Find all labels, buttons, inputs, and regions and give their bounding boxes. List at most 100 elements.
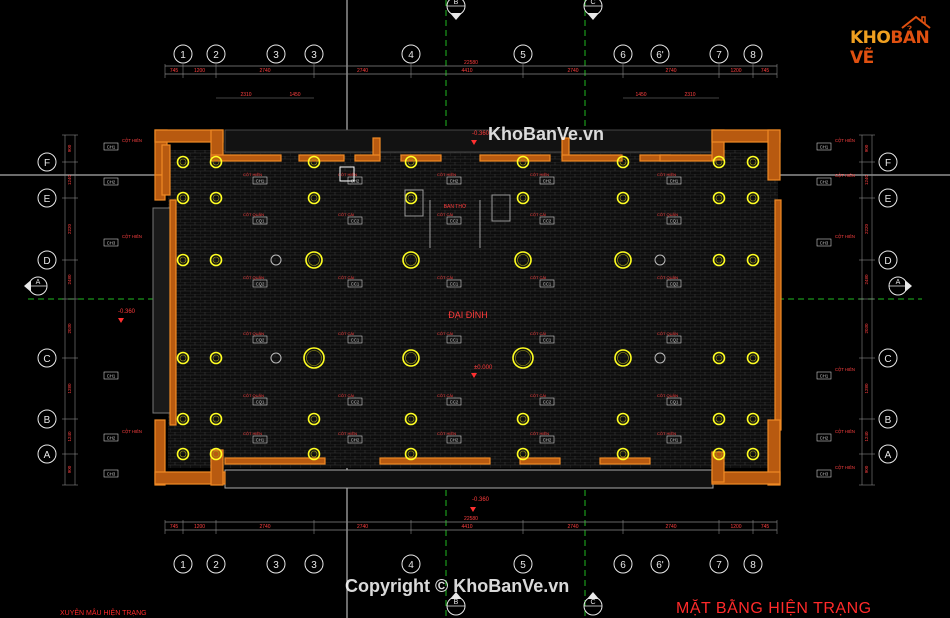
column-ring (179, 354, 187, 362)
tag-box (103, 433, 119, 442)
tag-code: CQ1 (670, 400, 679, 405)
tag-box (252, 176, 268, 185)
tag-code: CC2 (543, 400, 552, 405)
tag-code: CH2 (450, 438, 459, 443)
column-ring (749, 415, 757, 423)
grid-bubble-col (709, 44, 729, 64)
column-sm (307, 412, 321, 426)
column-lg (512, 347, 534, 369)
grid-bubble-col (173, 44, 193, 64)
dim-value: 2740 (567, 524, 578, 530)
section-label: B (454, 0, 459, 6)
column-ring (212, 354, 220, 362)
section-label: A (896, 279, 901, 286)
wall-segment (479, 154, 551, 162)
dim-side-value: 900 (864, 144, 869, 152)
tag-label: CỘT CÁI (530, 331, 546, 336)
tag-box (446, 216, 462, 225)
column-ring (519, 158, 527, 166)
column-ring (212, 450, 220, 458)
tag-label: CỘT QUÂN (243, 393, 264, 398)
tag-box (103, 371, 119, 380)
column-sm (209, 412, 223, 426)
grid-col-label: 5 (520, 560, 526, 571)
column-ring (212, 194, 220, 202)
section-arrow (587, 592, 599, 599)
grid-col-label: 3 (273, 50, 279, 61)
dim-value: 745 (170, 68, 179, 74)
tag-label: CỘT QUÂN (657, 331, 678, 336)
grid-bubble-col (650, 44, 670, 64)
grid-col-label: 7 (716, 560, 722, 571)
tag-box (252, 435, 268, 444)
column-lg (303, 347, 325, 369)
wall-segment (169, 199, 177, 426)
dim-side-value: 2480 (864, 274, 869, 285)
column-ring (715, 256, 723, 264)
section-arrow (587, 13, 599, 20)
dim-inner: 1450 (289, 92, 300, 98)
column-sm (616, 155, 630, 169)
tag-code: CQ1 (670, 219, 679, 224)
column-ring (619, 194, 627, 202)
dim-value: 745 (761, 524, 770, 530)
grid-col-label: 2 (213, 560, 219, 571)
section-label: C (590, 599, 595, 606)
dim-value: 2740 (259, 524, 270, 530)
column-sm (712, 155, 726, 169)
column-sm (746, 351, 760, 365)
dim-total: 22580 (464, 516, 478, 522)
tag-code: CQ2 (670, 338, 679, 343)
tag-box (539, 335, 555, 344)
grid-bubble-col (206, 554, 226, 574)
grid-row-label: D (884, 256, 891, 267)
logo-part2: BẢN VẼ (850, 28, 930, 68)
tag-code: CQ1 (256, 219, 265, 224)
tag-code: CC2 (450, 219, 459, 224)
grid-bubble-row (878, 152, 898, 172)
tag-label: CỘT CÁI (530, 275, 546, 280)
tag-label: CỘT HIÊN (243, 172, 262, 177)
wall-segment (519, 457, 561, 465)
column-sm (746, 155, 760, 169)
column-sm (616, 412, 630, 426)
wall-segment (154, 419, 166, 486)
grid-bubble-col (401, 554, 421, 574)
wall-segment (161, 144, 171, 196)
tag-label: CỘT CÁI (437, 393, 453, 398)
tag-code: CH2 (351, 438, 360, 443)
watermark-top: KhoBanVe.vn (488, 124, 605, 144)
column-ring (749, 158, 757, 166)
dim-side-value: 1240 (864, 174, 869, 185)
grid-bubble-col (513, 44, 533, 64)
column-ring (407, 415, 415, 423)
column-sm (307, 155, 321, 169)
column-ring (179, 194, 187, 202)
tag-code: CC2 (351, 400, 360, 405)
dim-value: 2740 (567, 68, 578, 74)
tag-box (539, 216, 555, 225)
tag-box (816, 238, 832, 247)
wall-segment (767, 129, 781, 181)
grid-col-label: 8 (750, 50, 756, 61)
column-sm (209, 447, 223, 461)
tag-code: CH2 (820, 180, 829, 185)
column-sm (746, 191, 760, 205)
grid-bubble-col (650, 554, 670, 574)
column-ring (405, 254, 417, 266)
wall-segment (379, 457, 491, 465)
dim-value: 2740 (357, 68, 368, 74)
column-ring (179, 256, 187, 264)
column-ring (179, 415, 187, 423)
wall-segment (767, 419, 781, 486)
column-ring (519, 450, 527, 458)
wall-segment (400, 154, 442, 162)
tag-label: CỘT CÁI (530, 212, 546, 217)
column-ring (405, 352, 417, 364)
grid-bubble-row (878, 250, 898, 270)
column-ring (310, 158, 318, 166)
tag-box (103, 469, 119, 478)
altar (404, 189, 511, 248)
tag-code: CC1 (351, 338, 360, 343)
